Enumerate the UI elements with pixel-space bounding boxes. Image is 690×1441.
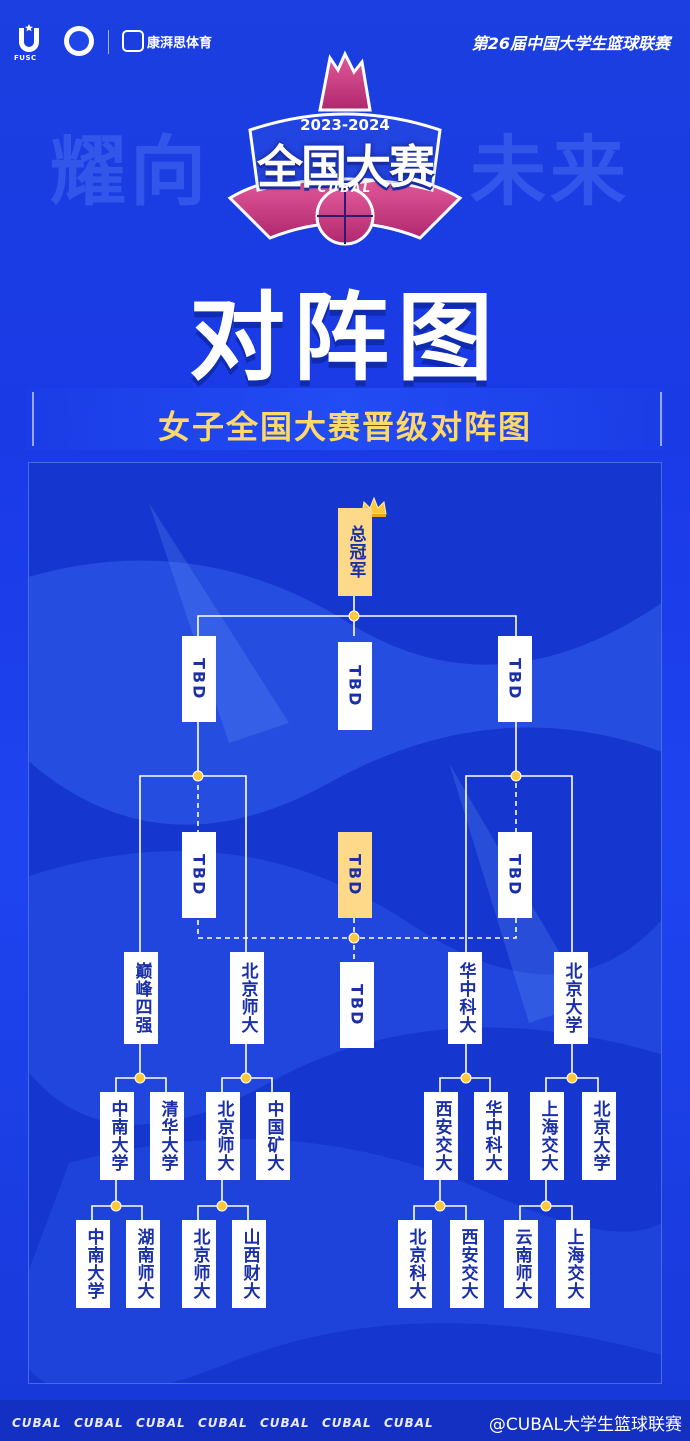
round16-box-4: 中国矿大 xyxy=(256,1092,290,1180)
logo-divider xyxy=(108,30,109,54)
round32-box-3: 北京师大 xyxy=(182,1220,216,1308)
subtitle-band xyxy=(26,388,664,450)
champion-box: 总冠军 xyxy=(338,508,372,596)
watermark: @CUBAL大学生篮球联赛 xyxy=(488,1415,682,1435)
round32-box-7: 云南师大 xyxy=(504,1220,538,1308)
footer-cubal-7: CUBAL xyxy=(384,1416,434,1430)
basketball-logo-icon xyxy=(64,26,94,56)
quarter-box-4: 北京大学 xyxy=(554,952,588,1044)
round32-box-2: 湖南师大 xyxy=(126,1220,160,1308)
quarter-box-2: 北京师大 xyxy=(230,952,264,1044)
footer-strip xyxy=(0,1400,690,1441)
round32-box-8: 上海交大 xyxy=(556,1220,590,1308)
round32-box-1: 中南大学 xyxy=(76,1220,110,1308)
round32-box-5: 北京科大 xyxy=(398,1220,432,1308)
footer-cubal-5: CUBAL xyxy=(260,1416,310,1430)
league-title: 第26届中国大学生篮球联赛 xyxy=(471,34,670,53)
sponsor-name: 康湃思体育 xyxy=(147,36,213,51)
emblem-main-title: 全国大赛 xyxy=(257,140,435,194)
footer-cubal-6: CUBAL xyxy=(322,1416,372,1430)
footer-cubal-1: CUBAL xyxy=(12,1416,62,1430)
sponsor-logo-icon xyxy=(122,30,144,52)
quarter-box-3: 华中科大 xyxy=(448,952,482,1044)
bracket-subtitle: 女子全国大赛晋级对阵图 xyxy=(157,408,532,446)
round16-box-6: 华中科大 xyxy=(474,1092,508,1180)
round32-box-6: 西安交大 xyxy=(450,1220,484,1308)
footer-cubal-3: CUBAL xyxy=(136,1416,186,1430)
quarter-box-1: 巅峰四强 xyxy=(124,952,158,1044)
fusc-logo-icon xyxy=(19,24,39,52)
round16-box-1: 中南大学 xyxy=(100,1092,134,1180)
third-place-box: TBD xyxy=(340,962,374,1048)
round16-box-7: 上海交大 xyxy=(530,1092,564,1180)
emblem-subtitle: CUBAL xyxy=(317,181,373,195)
round16-box-5: 西安交大 xyxy=(424,1092,458,1180)
round16-box-8: 北京大学 xyxy=(582,1092,616,1180)
slogan-right: 未来 xyxy=(470,127,630,216)
final-center-box: TBD xyxy=(338,642,372,730)
semi-center-box: TBD xyxy=(338,832,372,918)
footer-cubal-4: CUBAL xyxy=(198,1416,248,1430)
slogan-left: 耀向 xyxy=(50,127,210,216)
round16-box-3: 北京师大 xyxy=(206,1092,240,1180)
footer-cubal-2: CUBAL xyxy=(74,1416,124,1430)
final-right-box: TBD xyxy=(498,636,532,722)
final-left-box: TBD xyxy=(182,636,216,722)
page-title: 对阵图 xyxy=(189,282,501,394)
semi-right-box: TBD xyxy=(498,832,532,918)
emblem-year: 2023-2024 xyxy=(300,116,390,134)
fusc-label: FUSC xyxy=(14,54,37,62)
round16-box-2: 清华大学 xyxy=(150,1092,184,1180)
subtitle-frame xyxy=(32,392,662,446)
tournament-emblem-icon xyxy=(227,50,463,246)
round32-box-4: 山西财大 xyxy=(232,1220,266,1308)
semi-left-box: TBD xyxy=(182,832,216,918)
